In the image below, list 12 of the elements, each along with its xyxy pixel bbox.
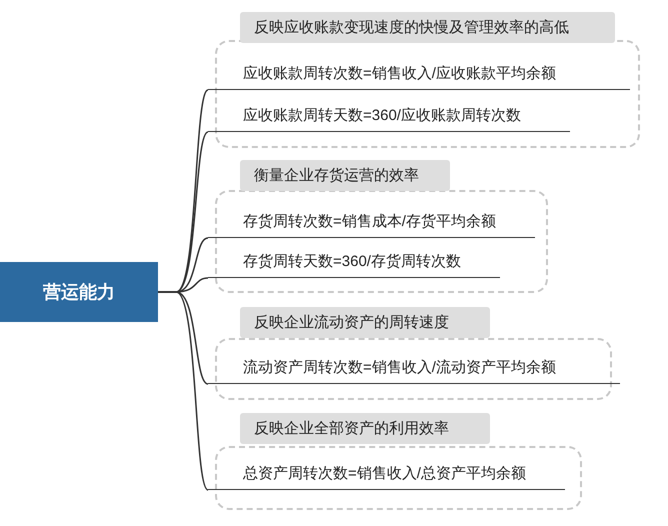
formula-line: 存货周转天数=360/存货周转次数 bbox=[208, 252, 500, 278]
section-heading: 反映企业全部资产的利用效率 bbox=[240, 413, 490, 444]
section-heading: 反映应收账款变现速度的快慢及管理效率的高低 bbox=[240, 12, 615, 43]
section-heading: 衡量企业存货运营的效率 bbox=[240, 160, 450, 191]
formula-line: 流动资产周转次数=销售收入/流动资产平均余额 bbox=[208, 358, 620, 384]
branch-line bbox=[158, 291, 209, 490]
formula-line: 存货周转次数=销售成本/存货平均余额 bbox=[208, 212, 535, 238]
formula-line: 总资产周转次数=销售收入/总资产平均余额 bbox=[208, 464, 565, 490]
formula-line: 应收账款周转次数=销售收入/应收账款平均余额 bbox=[208, 64, 630, 90]
section-heading: 反映企业流动资产的周转速度 bbox=[240, 307, 490, 338]
formula-line: 应收账款周转天数=360/应收账款周转次数 bbox=[208, 106, 570, 132]
root-box: 营运能力 bbox=[0, 262, 158, 322]
